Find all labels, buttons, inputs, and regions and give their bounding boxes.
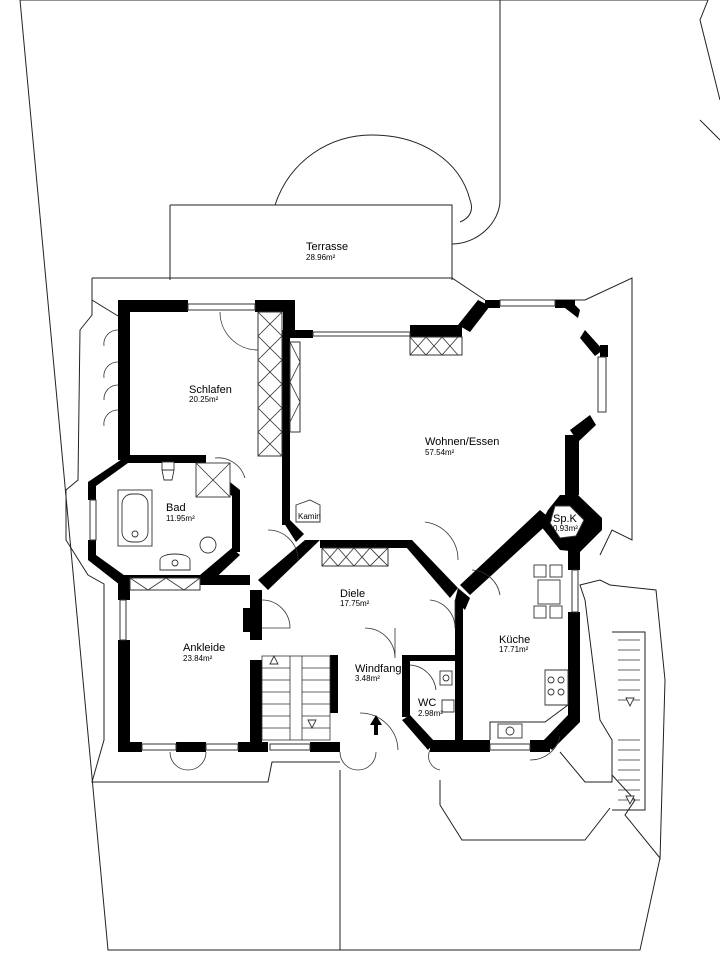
label-kueche-area: 17.71m²	[499, 645, 529, 654]
label-spk-area: 0.93m²	[553, 524, 578, 533]
label-wohnen-name: Wohnen/Essen	[425, 436, 499, 448]
label-diele-area: 17.75m²	[340, 599, 370, 608]
external-staircase	[612, 631, 646, 811]
fixtures	[117, 461, 569, 740]
label-terrasse-area: 28.96m²	[306, 253, 336, 262]
label-ankleide-area: 23.84m²	[183, 654, 213, 663]
building-footprint	[65, 277, 633, 783]
site-outline	[19, 0, 720, 951]
label-wc-name: WC	[418, 697, 436, 709]
internal-staircase	[261, 654, 331, 741]
label-wohnen-area: 57.54m²	[425, 448, 455, 457]
label-ankleide-name: Ankleide	[183, 642, 225, 654]
label-spk-name: Sp.K	[553, 513, 578, 525]
label-kueche-name: Küche	[499, 634, 530, 646]
label-kamin-name: Kamin	[298, 512, 321, 521]
room-labels: Terrasse 28.96m² Schlafen 20.25m² Wohnen…	[166, 241, 578, 718]
label-bad-area: 11.95m²	[166, 514, 195, 523]
label-schlafen-area: 20.25m²	[189, 395, 219, 404]
label-windfang-area: 3.48m²	[355, 674, 380, 683]
windows	[89, 299, 607, 751]
door-swings	[103, 311, 561, 771]
label-windfang-name: Windfang	[355, 663, 401, 675]
label-diele-name: Diele	[340, 588, 365, 600]
label-terrasse-name: Terrasse	[306, 241, 348, 253]
label-schlafen-name: Schlafen	[189, 384, 232, 396]
walls	[88, 300, 608, 752]
terrace	[169, 134, 473, 280]
label-bad-name: Bad	[166, 502, 186, 514]
label-wc-area: 2.98m²	[418, 709, 443, 718]
